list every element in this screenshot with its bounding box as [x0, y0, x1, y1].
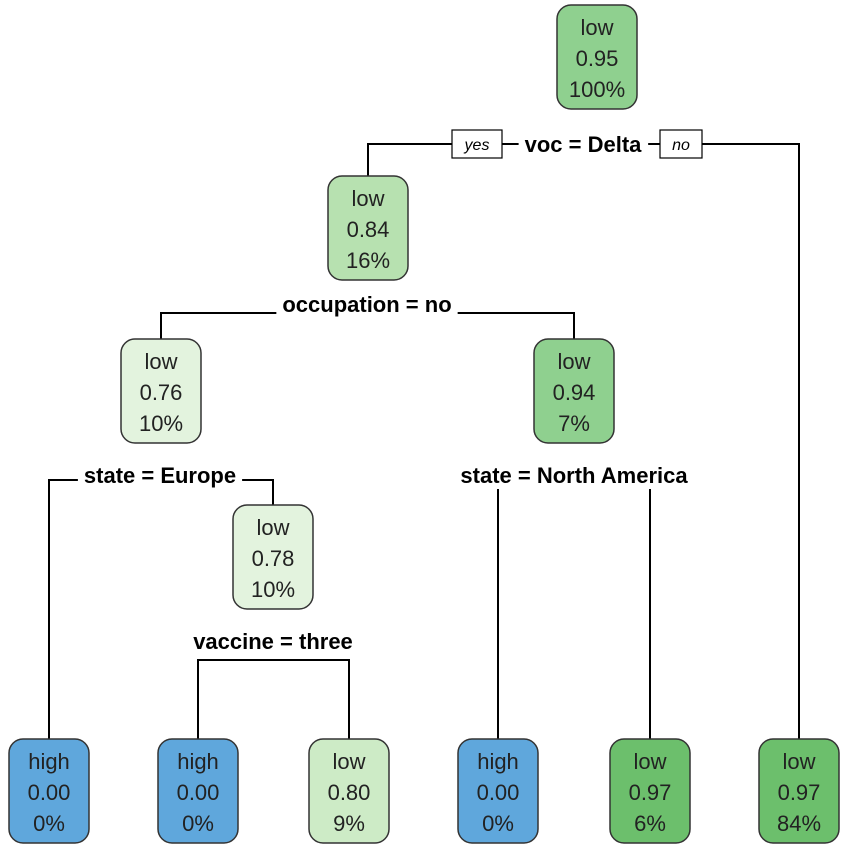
node-box — [308, 738, 390, 844]
split-label: state = Europe — [77, 462, 243, 489]
tree-edge — [497, 479, 651, 739]
node-class: high — [177, 749, 219, 774]
node-class: low — [557, 349, 590, 374]
node-probability: 0.97 — [629, 780, 672, 805]
node-percentage: 9% — [333, 811, 365, 836]
node-percentage: 100% — [569, 77, 625, 102]
node-class: low — [782, 749, 815, 774]
node-probability: 0.95 — [576, 46, 619, 71]
split-condition: voc = Delta — [525, 132, 643, 157]
node-box — [8, 738, 90, 844]
node-percentage: 84% — [777, 811, 821, 836]
node-probability: 0.97 — [778, 780, 821, 805]
node-box — [457, 738, 539, 844]
split-label: state = North America — [454, 462, 695, 489]
tree-node-low: low 0.94 7% — [533, 338, 615, 444]
leaf-node-high: high 0.00 0% — [157, 738, 239, 844]
node-probability: 0.78 — [252, 546, 295, 571]
node-percentage: 10% — [251, 577, 295, 602]
branch-labels: yes no — [451, 129, 703, 159]
branch-label-yes: yes — [451, 129, 503, 159]
node-percentage: 7% — [558, 411, 590, 436]
node-percentage: 6% — [634, 811, 666, 836]
node-box — [556, 4, 638, 110]
node-probability: 0.76 — [140, 380, 183, 405]
node-box — [232, 504, 314, 610]
split-label-background — [454, 462, 695, 489]
node-box — [758, 738, 840, 844]
node-probability: 0.00 — [477, 780, 520, 805]
node-probability: 0.80 — [328, 780, 371, 805]
node-percentage: 16% — [346, 248, 390, 273]
node-probability: 0.00 — [177, 780, 220, 805]
branch-label-text: no — [672, 137, 690, 154]
split-label-background — [187, 628, 359, 655]
leaf-node-high: high 0.00 0% — [8, 738, 90, 844]
split-condition: vaccine = three — [193, 629, 353, 654]
split-label-background — [276, 291, 458, 318]
tree-node-low: low 0.97 6% — [609, 738, 691, 844]
node-class: high — [28, 749, 70, 774]
split-label-background — [77, 462, 243, 489]
branch-label-text: yes — [464, 137, 490, 154]
node-box — [120, 338, 202, 444]
split-label: vaccine = three — [187, 628, 359, 655]
node-class: low — [351, 186, 384, 211]
tree-node-low: low 0.76 10% — [120, 338, 202, 444]
tree-edge — [197, 659, 350, 739]
node-box — [533, 338, 615, 444]
split-condition: occupation = no — [282, 292, 451, 317]
node-probability: 0.94 — [553, 380, 596, 405]
node-probability: 0.00 — [28, 780, 71, 805]
split-condition: state = North America — [460, 463, 688, 488]
node-box — [609, 738, 691, 844]
tree-node-low: low 0.84 16% — [327, 175, 409, 281]
branch-label-box — [451, 129, 503, 159]
node-class: low — [256, 515, 289, 540]
tree-node-low: low 0.95 100% — [556, 4, 638, 110]
node-box — [327, 175, 409, 281]
node-percentage: 0% — [33, 811, 65, 836]
node-class: high — [477, 749, 519, 774]
node-probability: 0.84 — [347, 217, 390, 242]
node-class: low — [144, 349, 177, 374]
node-box — [157, 738, 239, 844]
node-class: low — [633, 749, 666, 774]
node-percentage: 10% — [139, 411, 183, 436]
branch-label-box — [659, 129, 703, 159]
tree-node-low: low 0.80 9% — [308, 738, 390, 844]
tree-node-low: low 0.78 10% — [232, 504, 314, 610]
tree-node-low: low 0.97 84% — [758, 738, 840, 844]
tree-nodes: low 0.95 100% low 0.84 16% low 0.76 10% low 0.94 7%… — [8, 4, 840, 844]
node-percentage: 0% — [482, 811, 514, 836]
split-labels: voc = Delta occupation = no state = Europe… — [77, 131, 695, 655]
node-class: low — [580, 15, 613, 40]
node-percentage: 0% — [182, 811, 214, 836]
split-label: voc = Delta — [518, 131, 649, 158]
split-label-background — [518, 131, 649, 158]
split-label: occupation = no — [276, 291, 458, 318]
node-class: low — [332, 749, 365, 774]
split-condition: state = Europe — [84, 463, 236, 488]
branch-label-no: no — [659, 129, 703, 159]
leaf-node-high: high 0.00 0% — [457, 738, 539, 844]
